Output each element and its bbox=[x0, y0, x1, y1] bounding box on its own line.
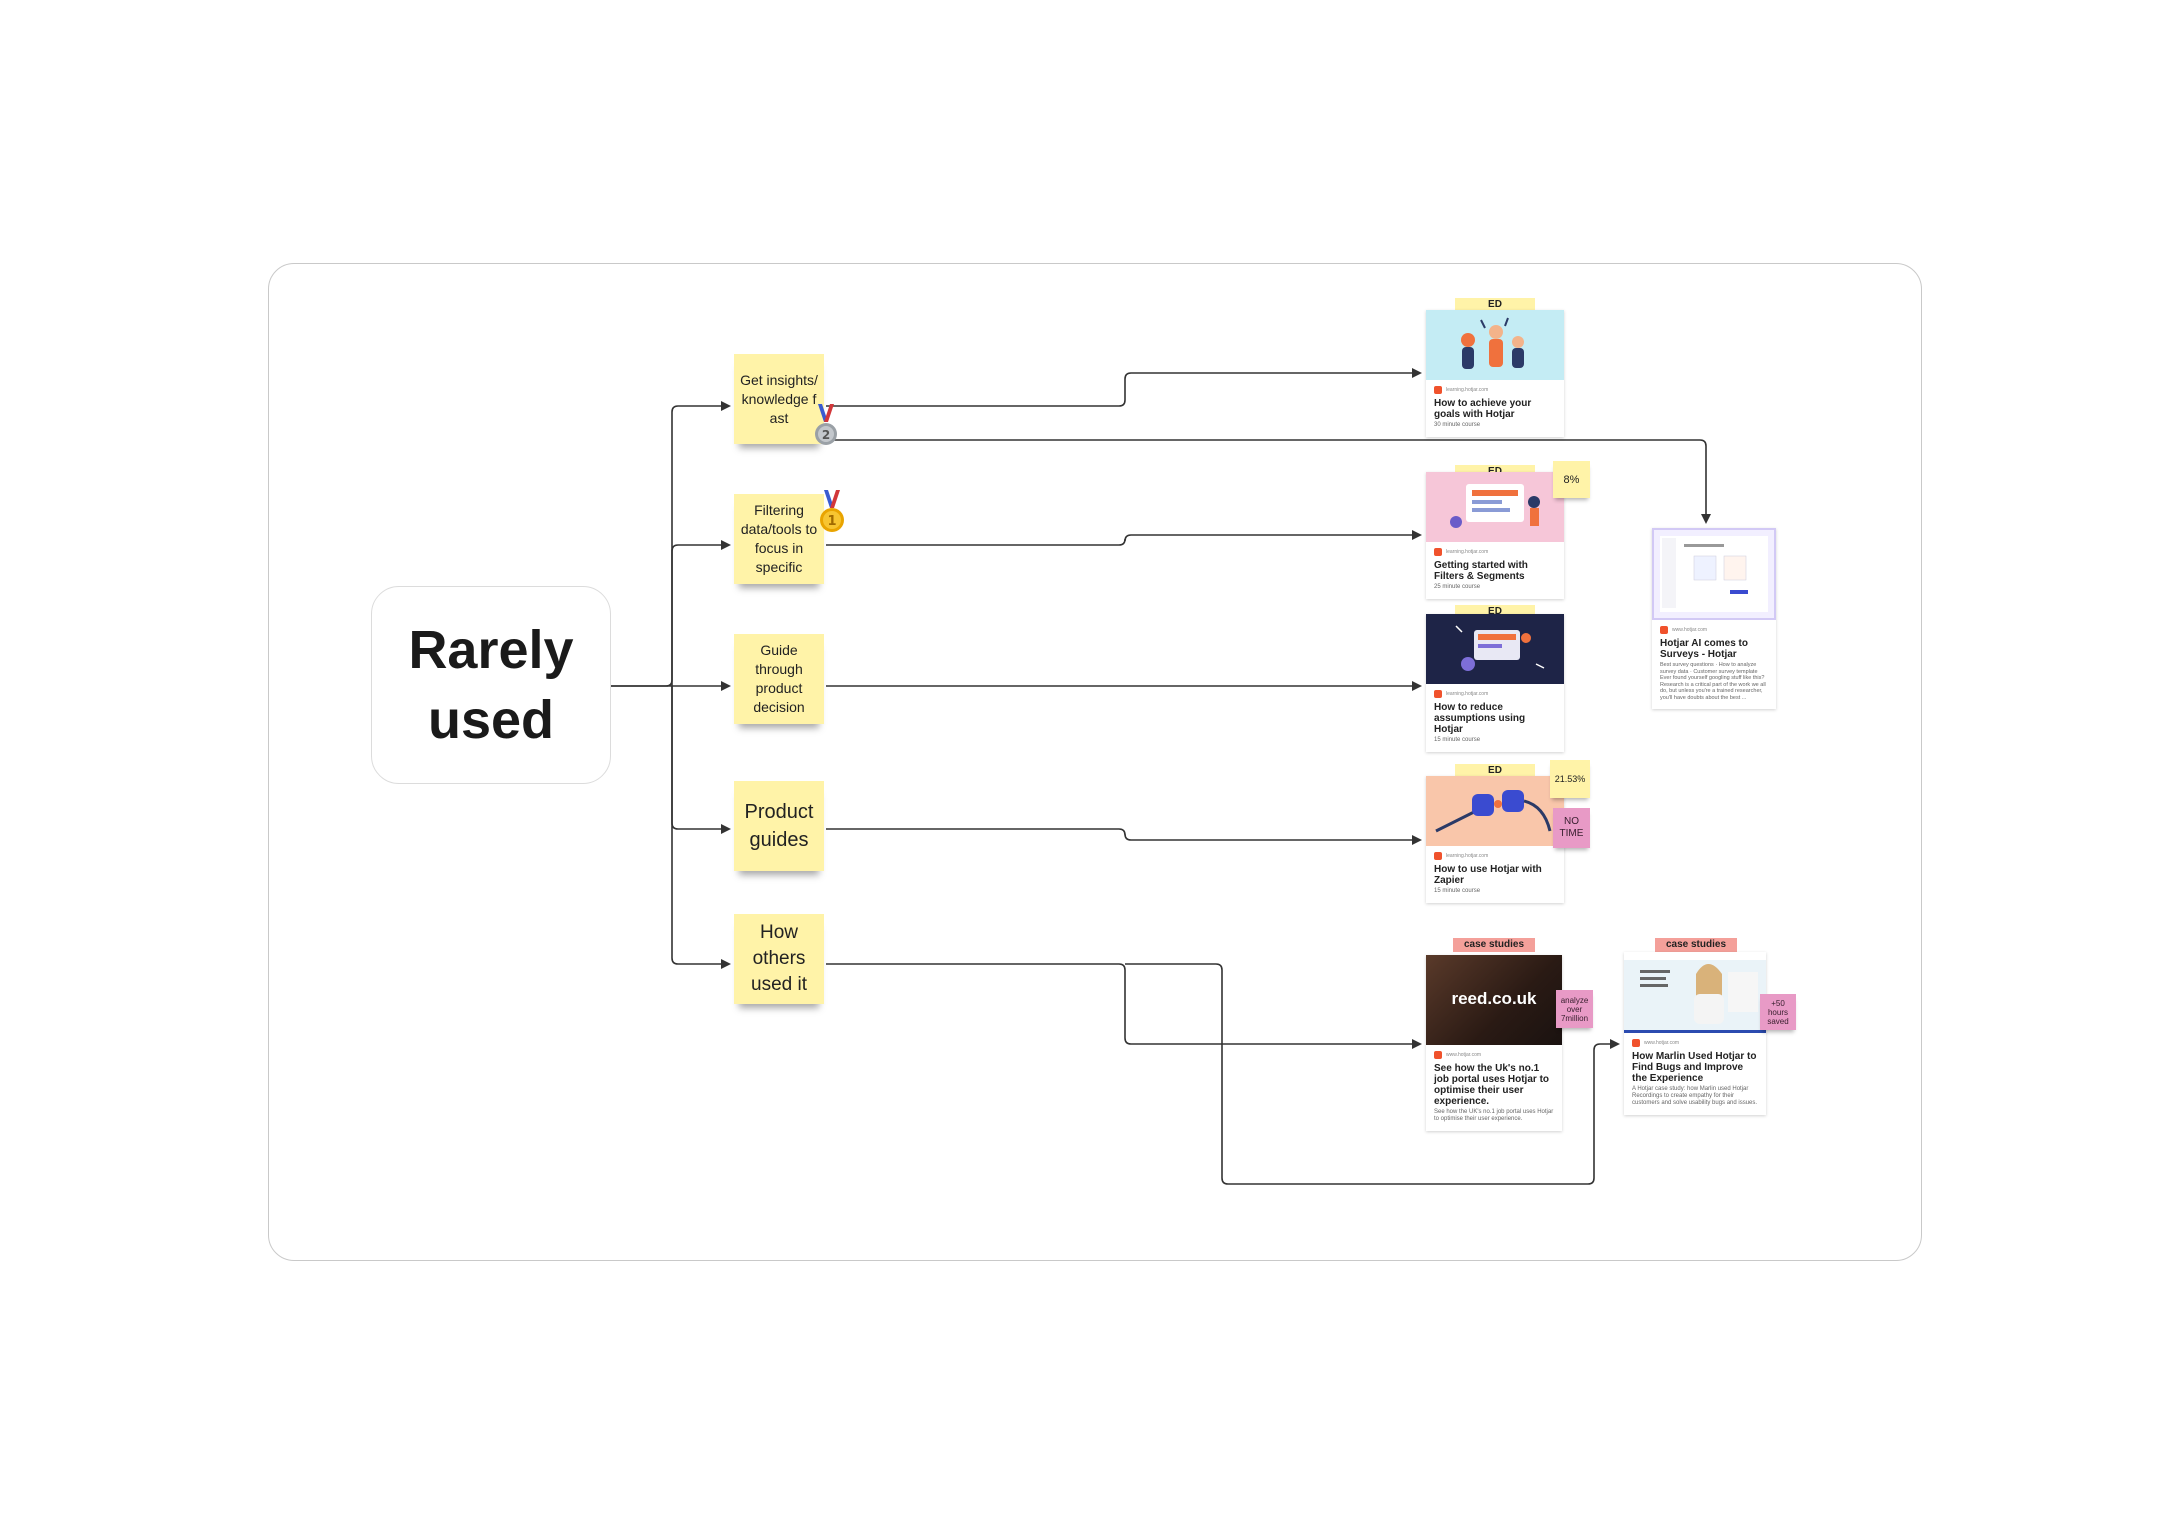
sticky-label: How others used it bbox=[751, 922, 807, 995]
card-subtitle: 25 minute course bbox=[1434, 584, 1481, 590]
hotjar-logo-icon bbox=[1434, 690, 1442, 698]
card-title: How Marlin Used Hotjar to Find Bugs and … bbox=[1632, 1051, 1757, 1084]
link-card-filters-segments[interactable]: learning.hotjar.com Getting started with… bbox=[1426, 472, 1564, 599]
card-thumbnail bbox=[1426, 472, 1564, 542]
card-source: learning.hotjar.com bbox=[1426, 542, 1564, 558]
card-subtitle: See how the UK's no.1 job portal uses Ho… bbox=[1434, 1109, 1554, 1122]
card-source: www.hotjar.com bbox=[1426, 1045, 1562, 1061]
gold-medal-icon: 1 bbox=[820, 490, 844, 532]
link-card-zapier[interactable]: learning.hotjar.com How to use Hotjar wi… bbox=[1426, 776, 1564, 903]
card-thumbnail bbox=[1426, 776, 1564, 846]
card-thumbnail bbox=[1426, 310, 1564, 380]
tag-case-studies: case studies bbox=[1655, 938, 1737, 952]
card-title: Hotjar AI comes to Surveys - Hotjar bbox=[1660, 638, 1748, 660]
card-thumbnail: reed.co.uk bbox=[1426, 955, 1562, 1045]
sticky-guide-product-decision[interactable]: Guide through product decision bbox=[734, 634, 824, 724]
card-subtitle: A Hotjar case study: how Marlin used Hot… bbox=[1632, 1086, 1758, 1106]
sticky-label: Guide through product decision bbox=[753, 642, 805, 715]
hotjar-logo-icon bbox=[1434, 1051, 1442, 1059]
sticky-filtering-data[interactable]: Filtering data/tools to focus in specifi… bbox=[734, 494, 824, 584]
note-50-hours-saved[interactable]: +50 hours saved bbox=[1760, 994, 1796, 1030]
reed-logo-text: reed.co.uk bbox=[1451, 989, 1537, 1008]
card-title: How to reduce assumptions using Hotjar bbox=[1434, 702, 1526, 735]
note-21-53-percent[interactable]: 21.53% bbox=[1550, 760, 1590, 798]
hotjar-logo-icon bbox=[1660, 626, 1668, 634]
link-card-ai-surveys[interactable]: www.hotjar.com Hotjar AI comes to Survey… bbox=[1652, 528, 1776, 709]
card-thumbnail bbox=[1624, 952, 1766, 1033]
card-title: See how the Uk's no.1 job portal uses Ho… bbox=[1434, 1063, 1550, 1107]
hotjar-logo-icon bbox=[1434, 548, 1442, 556]
gold-medal-number: 1 bbox=[827, 514, 836, 529]
card-subtitle: 30 minute course bbox=[1434, 422, 1481, 428]
link-card-reed-case-study[interactable]: reed.co.uk www.hotjar.com See how the Uk… bbox=[1426, 955, 1562, 1131]
link-card-marlin-case-study[interactable]: www.hotjar.com How Marlin Used Hotjar to… bbox=[1624, 952, 1766, 1115]
card-source: learning.hotjar.com bbox=[1426, 380, 1564, 396]
card-source: www.hotjar.com bbox=[1624, 1033, 1766, 1049]
card-title: Getting started with Filters & Segments bbox=[1434, 560, 1528, 582]
silver-medal-number: 2 bbox=[822, 428, 830, 442]
card-source: www.hotjar.com bbox=[1652, 620, 1776, 636]
card-subtitle: 15 minute course bbox=[1434, 737, 1481, 743]
note-analyze-7million[interactable]: analyze over 7million bbox=[1556, 990, 1593, 1028]
sticky-label: Filtering data/tools to focus in specifi… bbox=[740, 502, 818, 575]
card-source: learning.hotjar.com bbox=[1426, 846, 1564, 862]
hotjar-logo-icon bbox=[1434, 386, 1442, 394]
silver-medal-icon: 2 bbox=[815, 404, 837, 445]
hotjar-logo-icon bbox=[1632, 1039, 1640, 1047]
sticky-get-insights[interactable]: Get insights/knowledge fast bbox=[734, 354, 824, 444]
card-title: How to achieve your goals with Hotjar bbox=[1434, 398, 1532, 420]
card-thumbnail bbox=[1652, 528, 1776, 620]
sticky-how-others-used-it[interactable]: How others used it bbox=[734, 914, 824, 1004]
sticky-label: Get insights/knowledge fast bbox=[740, 371, 818, 426]
note-no-time[interactable]: NO TIME bbox=[1553, 808, 1590, 848]
link-card-achieve-goals[interactable]: learning.hotjar.com How to achieve your … bbox=[1426, 310, 1564, 437]
card-subtitle: 15 minute course bbox=[1434, 888, 1481, 894]
card-title: How to use Hotjar with Zapier bbox=[1434, 864, 1542, 886]
link-card-reduce-assumptions[interactable]: learning.hotjar.com How to reduce assump… bbox=[1426, 614, 1564, 752]
hotjar-logo-icon bbox=[1434, 852, 1442, 860]
sticky-product-guides[interactable]: Product guides bbox=[734, 781, 824, 871]
sticky-label: Product guides bbox=[744, 801, 814, 851]
tag-ed: ED bbox=[1455, 764, 1535, 778]
note-8-percent[interactable]: 8% bbox=[1553, 461, 1590, 498]
root-line-1: Rarely bbox=[408, 620, 574, 680]
tag-case-studies: case studies bbox=[1453, 938, 1535, 952]
tag-ed: ED bbox=[1455, 298, 1535, 312]
root-line-2: used bbox=[427, 690, 555, 750]
root-node-rarely-used[interactable]: Rarely used bbox=[371, 586, 611, 784]
card-subtitle: Best survey questions · How to analyze s… bbox=[1660, 662, 1766, 701]
card-source: learning.hotjar.com bbox=[1426, 684, 1564, 700]
card-thumbnail bbox=[1426, 614, 1564, 684]
